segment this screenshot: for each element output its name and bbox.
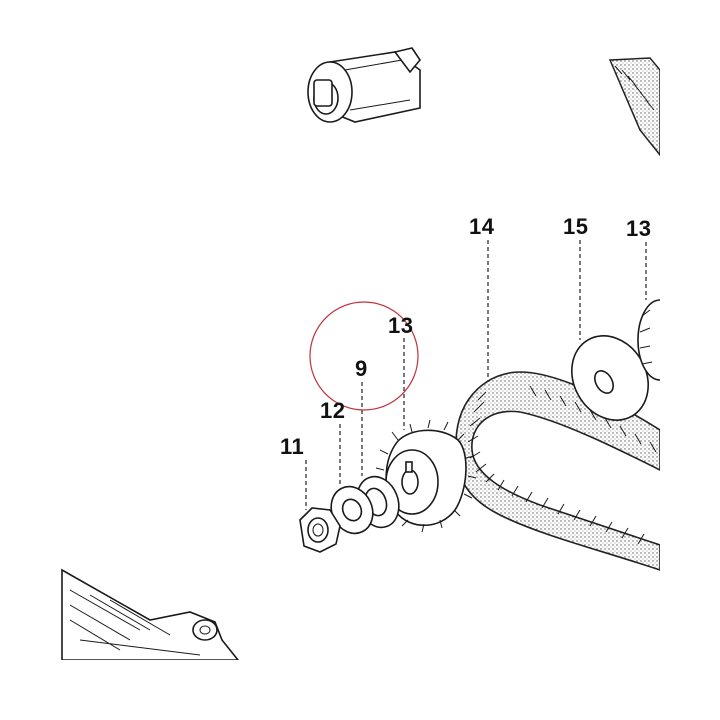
callout-12: 12 xyxy=(320,398,346,423)
highlight-circle xyxy=(309,301,419,411)
callout-14: 14 xyxy=(469,214,495,239)
callout-11: 11 xyxy=(280,434,305,459)
housing-fragment xyxy=(61,568,240,660)
sprocket-right xyxy=(637,299,660,381)
bolt-sleeve-part xyxy=(307,47,421,123)
belt-top-fragment xyxy=(608,57,660,157)
nut-11 xyxy=(299,507,341,553)
callout-15: 15 xyxy=(563,214,589,239)
callout-13-right: 13 xyxy=(626,216,652,241)
callout-13-sprocket: 13 xyxy=(388,313,414,338)
leader-lines xyxy=(305,240,647,510)
callout-9: 9 xyxy=(355,356,368,381)
washer-12 xyxy=(330,485,374,535)
sprocket-13 xyxy=(375,419,477,533)
